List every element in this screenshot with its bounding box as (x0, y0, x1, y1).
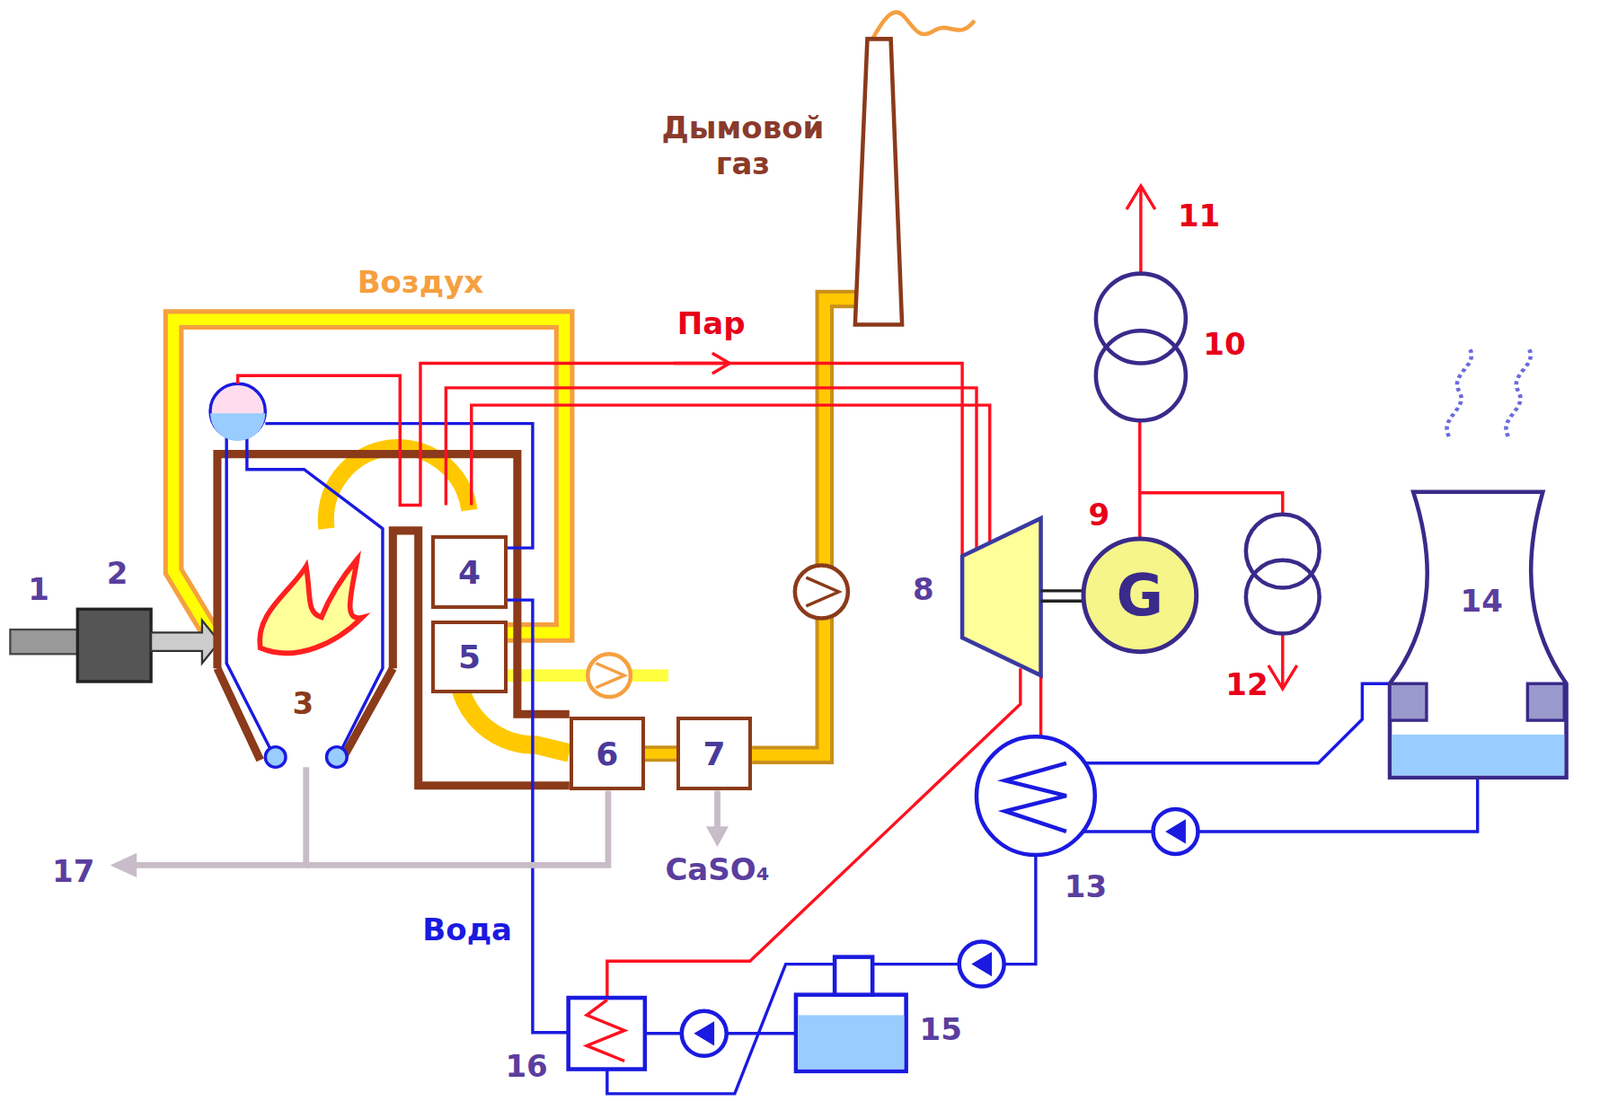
mill (77, 609, 151, 682)
transformer (1096, 274, 1320, 635)
equipment-box: 4 (431, 535, 507, 610)
generator-circle: G (1080, 536, 1200, 655)
flow-label: Вода (422, 912, 513, 948)
callout-number: 7 (703, 735, 726, 773)
boiler-wall (217, 454, 570, 787)
callout-number: 10 (1202, 327, 1246, 363)
gas-duct (645, 749, 677, 760)
flow-label: Воздух (357, 265, 485, 301)
callout-number: 9 (1087, 497, 1110, 533)
equipment-box: 7 (676, 716, 752, 791)
flow-label: Дымовой газ (644, 110, 842, 181)
callout-number: 14 (1460, 584, 1503, 620)
condenser (976, 736, 1096, 856)
callout-number: 4 (458, 554, 481, 592)
pump (681, 809, 1199, 1057)
callout-number: 1 (27, 572, 50, 608)
callout-number: 15 (919, 1013, 963, 1049)
equipment-box: 5 (431, 620, 507, 695)
callout-number: 16 (504, 1050, 548, 1086)
air-duct (173, 319, 565, 637)
chimney (855, 38, 902, 325)
gas-duct-outline (645, 745, 677, 762)
callout-number: 5 (458, 638, 481, 676)
turbine (962, 518, 1041, 676)
callout-number: 17 (52, 855, 95, 891)
cooling-tower (1389, 492, 1567, 778)
air-fan (587, 654, 631, 698)
callout-number: 6 (595, 735, 619, 773)
deaerator (795, 995, 907, 1072)
flue-fan (795, 565, 849, 619)
callout-number: 3 (292, 686, 315, 722)
generator-symbol: G (1115, 562, 1164, 629)
callout-number: 13 (1064, 870, 1107, 906)
flow-label: CaSO₄ (664, 852, 770, 888)
callout-number: 2 (106, 556, 129, 593)
callout-number: 12 (1225, 668, 1268, 704)
heater (568, 998, 646, 1070)
flow-label: Пар (677, 307, 746, 343)
equipment-box: 6 (569, 716, 646, 791)
callout-number: 11 (1177, 198, 1220, 234)
callout-number: 8 (912, 572, 935, 608)
